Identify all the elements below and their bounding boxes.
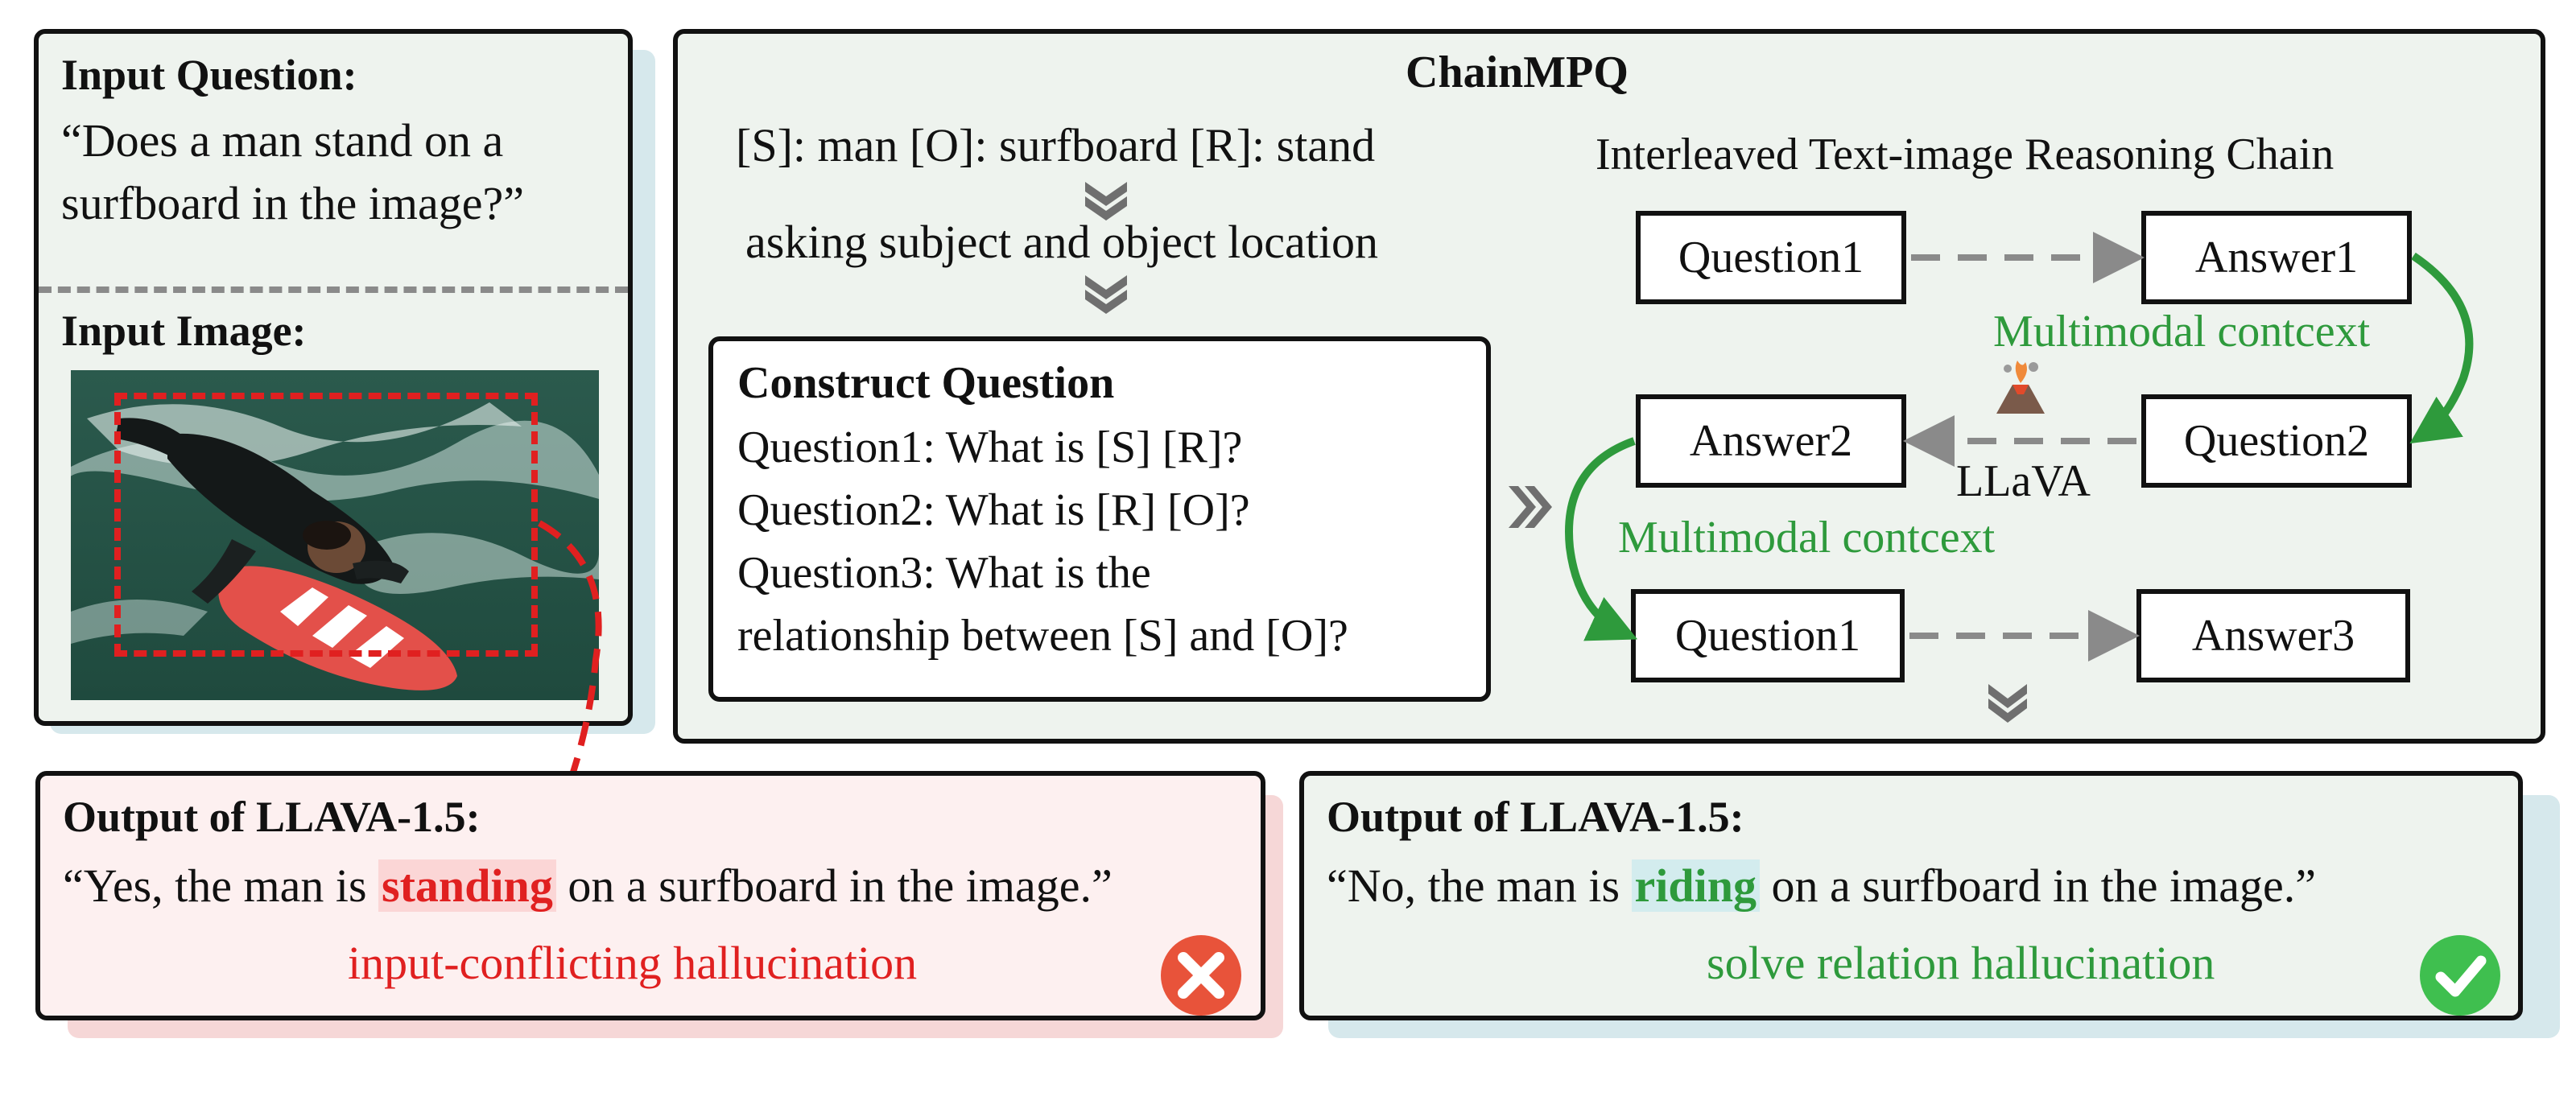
volcano-icon: [1996, 361, 2045, 414]
output-left-text: “Yes, the man is standing on a surfboard…: [63, 859, 1113, 912]
check-circle-icon: [2420, 935, 2500, 1016]
focus-region-box: [114, 393, 538, 657]
node-answer3: Answer3: [2136, 589, 2410, 682]
output-right-verdict: solve relation hallucination: [1707, 937, 2215, 989]
construct-question-title: Construct Question: [737, 358, 1115, 408]
node-question2: Question2: [2141, 394, 2412, 488]
input-question-line1: “Does a man stand on a: [61, 114, 504, 167]
node-question1-top: Question1: [1636, 211, 1906, 304]
multimodal-context-label-top: Multimodal contcext: [1993, 307, 2371, 357]
input-image-title: Input Image:: [61, 307, 307, 355]
asking-text: asking subject and object location: [745, 216, 1379, 268]
input-question-line2: surfboard in the image?”: [61, 177, 524, 229]
chevron-right-icon: [1509, 486, 1552, 528]
construct-question-line: Question1: What is [S] [R]?: [737, 422, 1243, 472]
chevron-down-icon: [1085, 182, 1127, 221]
node-answer2: Answer2: [1636, 394, 1906, 488]
cross-circle-icon: [1161, 935, 1241, 1016]
input-image: [71, 370, 599, 700]
chevron-down-icon: [1988, 684, 2027, 723]
node-question1-bottom: Question1: [1631, 589, 1905, 682]
triple-text: [S]: man [O]: surfboard [R]: stand: [736, 119, 1376, 171]
output-left-title: Output of LLAVA-1.5:: [63, 793, 481, 841]
construct-question-line: relationship between [S] and [O]?: [737, 611, 1348, 661]
construct-question-line: Question3: What is the: [737, 548, 1151, 598]
output-right-text: “No, the man is riding on a surfboard in…: [1327, 859, 2316, 912]
construct-question-box: [708, 336, 1491, 702]
llava-label: LLaVA: [1956, 456, 2091, 506]
output-right-panel: [1299, 771, 2523, 1020]
output-left-panel: [35, 771, 1265, 1020]
hallucinated-word: standing: [378, 859, 556, 912]
multimodal-context-label-bottom: Multimodal contcext: [1618, 513, 1996, 563]
corrected-word: riding: [1631, 859, 1761, 912]
output-left-verdict: input-conflicting hallucination: [348, 937, 918, 989]
construct-question-line: Question2: What is [R] [O]?: [737, 485, 1250, 535]
chainmpq-title: ChainMPQ: [1406, 47, 1629, 97]
section-divider: [39, 286, 628, 293]
chevron-down-icon: [1085, 275, 1127, 314]
output-right-title: Output of LLAVA-1.5:: [1327, 793, 1744, 841]
node-answer1: Answer1: [2141, 211, 2412, 304]
reasoning-chain-title: Interleaved Text-image Reasoning Chain: [1596, 130, 2334, 179]
input-question-title: Input Question:: [61, 51, 357, 99]
